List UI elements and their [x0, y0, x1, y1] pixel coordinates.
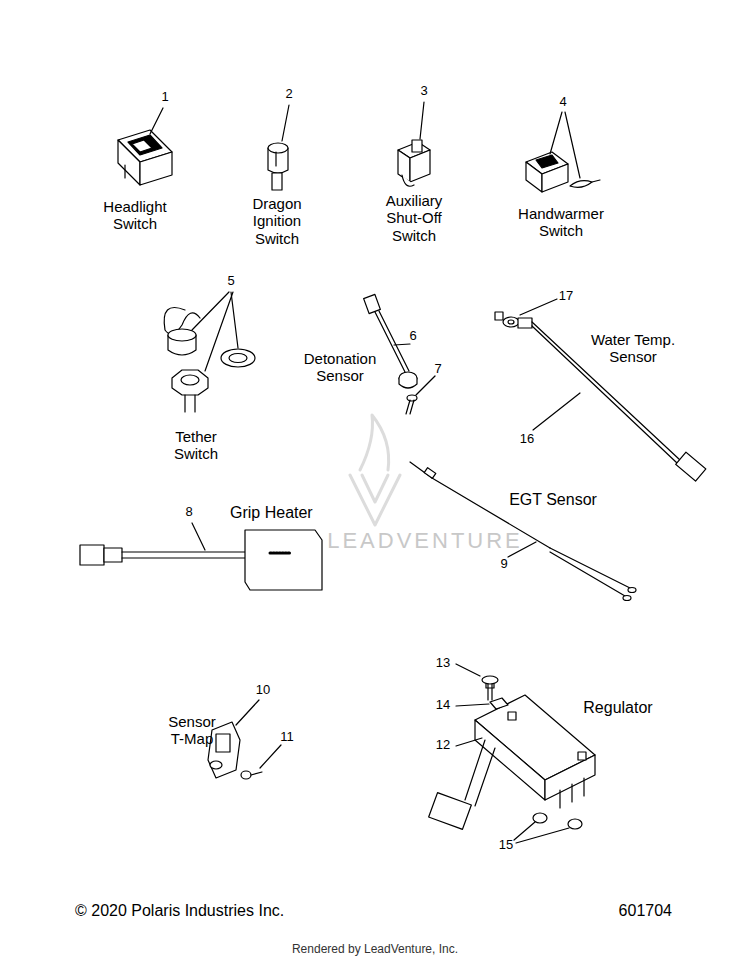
callout-number: 1 [153, 90, 177, 105]
part-name: Grip Heater [230, 504, 350, 522]
part-name: Handwarmer Switch [511, 205, 611, 240]
part-name: Dragon Ignition Switch [241, 195, 313, 247]
auxiliary-switch [398, 140, 430, 186]
copyright-note: © 2020 Polaris Industries Inc. [75, 902, 355, 920]
callout-number: 12 [431, 738, 455, 753]
regulator [429, 676, 595, 829]
part-name: Regulator [570, 699, 666, 717]
callout-number: 6 [401, 329, 425, 344]
part-name: Auxiliary Shut-Off Switch [373, 192, 455, 244]
watermark: LEADVENTURE [295, 528, 555, 553]
callout-number: 7 [426, 362, 450, 377]
callout-number: 13 [431, 656, 455, 671]
callout-number: 17 [554, 289, 578, 304]
headlight-switch [118, 130, 172, 185]
part-name: EGT Sensor [493, 491, 613, 509]
callout-number: 9 [492, 557, 516, 572]
tmap-sensor [208, 722, 262, 779]
part-name: Sensor T-Map [161, 713, 223, 748]
callout-number: 3 [412, 84, 436, 99]
part-name: Tether Switch [160, 428, 232, 463]
callout-number: 16 [515, 432, 539, 447]
water-temp-sensor [495, 312, 706, 481]
callout-number: 15 [494, 838, 518, 853]
ignition-switch [268, 143, 288, 190]
callout-number: 14 [431, 698, 455, 713]
callout-number: 11 [275, 730, 299, 745]
part-name: Water Temp. Sensor [581, 331, 685, 366]
part-name: Headlight Switch [90, 198, 180, 233]
callout-number: 8 [177, 505, 201, 520]
callout-number: 2 [277, 87, 301, 102]
part-name: Detonation Sensor [294, 350, 386, 385]
handwarmer-switch [526, 152, 600, 192]
diagram-number: 601704 [582, 902, 672, 920]
callout-number: 4 [551, 95, 575, 110]
watermark-logo [350, 415, 400, 525]
callout-number: 10 [251, 683, 275, 698]
render-note: Rendered by LeadVenture, Inc. [255, 943, 495, 957]
grip-heater [80, 530, 322, 590]
callout-number: 5 [219, 274, 243, 289]
